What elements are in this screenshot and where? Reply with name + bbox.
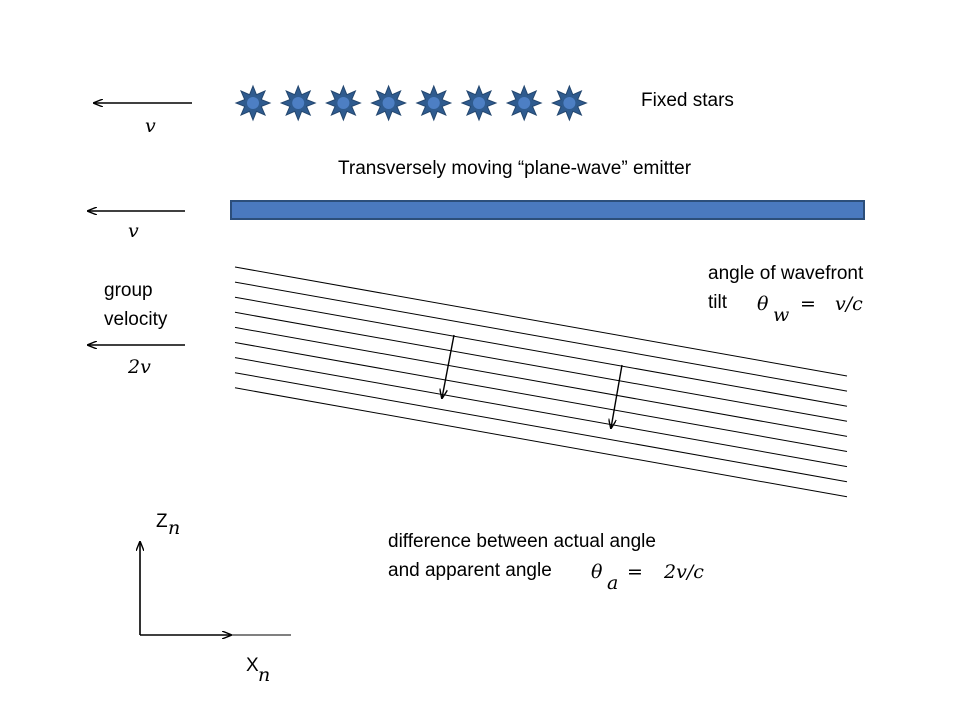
tilted-wavefronts xyxy=(234,266,848,498)
group-velocity-label-line1: group xyxy=(104,280,153,301)
wavefront-line xyxy=(234,296,848,407)
plane-wave-emitter-bar xyxy=(230,200,865,220)
theta-w-equals: = xyxy=(800,293,816,315)
fixed-stars-label: Fixed stars xyxy=(641,90,734,111)
wavefront-tilt-label-line2: tilt xyxy=(708,292,728,313)
z-axis-label: Z xyxy=(156,511,168,532)
wavefront-line xyxy=(234,387,848,498)
star-icon xyxy=(234,84,272,122)
wavefront-line xyxy=(234,326,848,437)
wavefront-line xyxy=(234,266,848,377)
theta-a-value: 2v/c xyxy=(663,561,704,583)
x-axis-label: X xyxy=(246,655,259,676)
wavefront-line xyxy=(234,372,848,483)
wavefront-line xyxy=(234,281,848,392)
wavefront-line xyxy=(234,357,848,468)
theta-a-equals: = xyxy=(627,561,643,583)
z-axis-subscript: n xyxy=(168,517,180,539)
theta-a-subscript: a xyxy=(607,572,618,594)
difference-label-line2: and apparent angle xyxy=(388,560,552,581)
difference-label-line1: difference between actual angle xyxy=(388,531,656,552)
star-icon xyxy=(279,84,317,122)
emitter-caption: Transversely moving “plane-wave” emitter xyxy=(338,158,692,179)
star-icon xyxy=(325,84,362,122)
fixed-stars-row xyxy=(234,84,588,122)
group-velocity-label-line2: velocity xyxy=(104,309,168,330)
star-icon xyxy=(551,84,588,122)
wavefront-line xyxy=(234,342,848,452)
propagation-arrow-right xyxy=(611,364,623,428)
wavefront-tilt-label-line1: angle of wavefront xyxy=(708,263,864,284)
star-icon xyxy=(505,84,543,122)
stars-velocity-label: v xyxy=(145,115,156,137)
propagation-arrow-left xyxy=(442,334,455,398)
star-icon xyxy=(460,84,498,122)
emitter-velocity-label: v xyxy=(128,220,139,242)
star-icon xyxy=(415,84,453,122)
theta-a-symbol: θ xyxy=(591,561,603,583)
group-velocity-value: 2v xyxy=(127,356,151,378)
x-axis-subscript: n xyxy=(258,664,270,686)
wavefront-line xyxy=(234,311,848,422)
theta-w-subscript: w xyxy=(773,304,789,326)
star-icon xyxy=(370,84,407,122)
theta-w-symbol: θ xyxy=(757,293,769,315)
theta-w-value: v/c xyxy=(835,293,863,315)
